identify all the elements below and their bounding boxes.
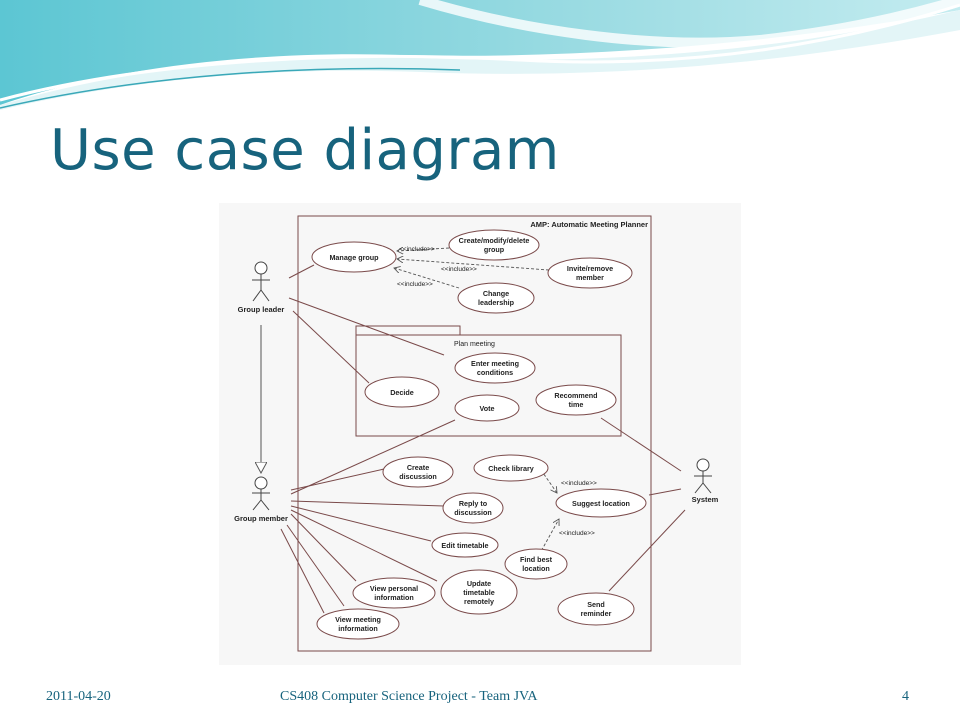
include-label-1: <<include>> [399, 246, 435, 253]
uc-label-view-personal-1: View personal [370, 584, 418, 593]
uc-label-check-library: Check library [488, 464, 534, 473]
uc-label-invite-1: Invite/remove [567, 264, 613, 273]
uc-label-create-group-2: group [484, 245, 505, 254]
actor-label-group-member: Group member [234, 514, 288, 523]
uc-label-reply-1: Reply to [459, 499, 488, 508]
system-boundary-label: AMP: Automatic Meeting Planner [530, 220, 648, 229]
package-label: Plan meeting [454, 341, 495, 348]
uc-label-update-2: timetable [463, 588, 495, 597]
uc-create-discussion [382, 456, 454, 488]
uc-create-group [448, 229, 540, 261]
uc-label-view-personal-2: information [374, 593, 414, 602]
uc-label-create-disc-1: Create [407, 463, 429, 472]
uc-invite-remove [547, 257, 633, 289]
uc-label-update-3: remotely [464, 597, 494, 606]
uc-label-suggest-location: Suggest location [572, 499, 630, 508]
association-lines [280, 264, 686, 614]
uc-find-best-location [504, 548, 568, 580]
uc-label-recommend-2: time [569, 400, 584, 409]
uc-label-change-2: leadership [478, 298, 515, 307]
system-boundary [297, 215, 652, 652]
uc-send-reminder [557, 592, 635, 626]
uc-edit-timetable [431, 532, 499, 558]
uc-label-enter-2: conditions [477, 368, 513, 377]
uc-label-edit-timetable: Edit timetable [441, 541, 488, 550]
package-plan-meeting [355, 334, 622, 437]
uc-label-view-meeting-1: View meeting [335, 615, 381, 624]
slide-title: Use case diagram [50, 118, 560, 183]
package-tab [355, 325, 461, 336]
uc-change-leadership [457, 282, 535, 314]
uc-label-enter-1: Enter meeting [471, 359, 519, 368]
uc-label-update-1: Update [467, 579, 491, 588]
use-case-ellipses [311, 229, 647, 640]
uc-label-change-1: Change [483, 289, 509, 298]
actor-system [694, 458, 712, 494]
actor-label-system: System [692, 495, 719, 504]
uc-label-manage-group: Manage group [329, 253, 379, 262]
include-label-2: <<include>> [441, 266, 477, 273]
uc-reply-discussion [442, 492, 504, 524]
uc-view-personal [352, 577, 436, 609]
uc-label-find-2: location [522, 564, 550, 573]
use-case-diagram: AMP: Automatic Meeting Planner Plan meet… [219, 203, 741, 665]
include-label-4: <<include>> [561, 480, 597, 487]
uc-label-find-1: Find best [520, 555, 553, 564]
uc-label-reply-2: discussion [454, 508, 492, 517]
footer-date: 2011-04-20 [46, 689, 111, 704]
uc-enter-conditions [454, 352, 536, 384]
uc-label-vote: Vote [479, 404, 494, 413]
footer-title: CS408 Computer Science Project - Team JV… [280, 689, 538, 704]
uc-recommend-time [535, 384, 617, 416]
uc-label-send-1: Send [587, 600, 605, 609]
use-case-diagram-svg: AMP: Automatic Meeting Planner Plan meet… [234, 215, 719, 652]
uc-label-invite-2: member [576, 273, 604, 282]
uc-label-decide: Decide [390, 388, 414, 397]
uc-label-recommend-1: Recommend [554, 391, 597, 400]
uc-view-meeting [316, 608, 400, 640]
uc-label-create-group-1: Create/modify/delete [459, 236, 530, 245]
actor-group-leader [252, 261, 270, 302]
uc-check-library [473, 454, 549, 482]
uc-manage-group [311, 241, 397, 273]
uc-label-send-2: reminder [581, 609, 612, 618]
uc-label-create-disc-2: discussion [399, 472, 437, 481]
include-label-5: <<include>> [559, 530, 595, 537]
page-number: 4 [902, 689, 909, 704]
uc-update-timetable [440, 569, 518, 615]
include-label-3: <<include>> [397, 281, 433, 288]
uc-vote [454, 394, 520, 422]
uc-label-view-meeting-2: information [338, 624, 378, 633]
actor-label-group-leader: Group leader [238, 305, 285, 314]
uc-suggest-location [555, 488, 647, 518]
actor-group-member [252, 476, 270, 511]
uc-decide [364, 376, 440, 408]
